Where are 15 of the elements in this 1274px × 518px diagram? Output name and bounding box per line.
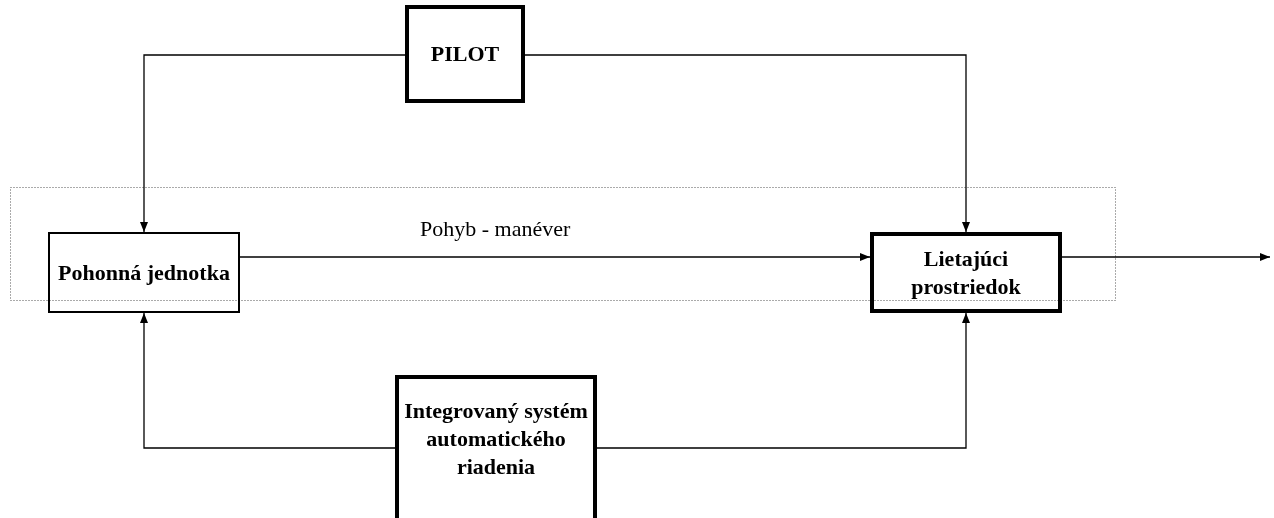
arrow [1061, 253, 1271, 261]
box-label: Integrovaný systém automatického riadenia [403, 397, 589, 481]
process-box [395, 375, 597, 518]
box-label: Lietajúci prostriedok [910, 244, 1022, 301]
area-label: Pohyb - manéver [420, 215, 571, 243]
arrow [140, 312, 396, 449]
box-label: PILOT [430, 40, 500, 68]
process-box [48, 232, 240, 313]
arrow [140, 54, 406, 233]
box-label: Pohonná jednotka [58, 258, 230, 287]
arrow [239, 253, 871, 261]
arrow [596, 312, 970, 449]
process-box [870, 232, 1062, 313]
process-box [405, 5, 525, 103]
arrow [524, 54, 970, 233]
